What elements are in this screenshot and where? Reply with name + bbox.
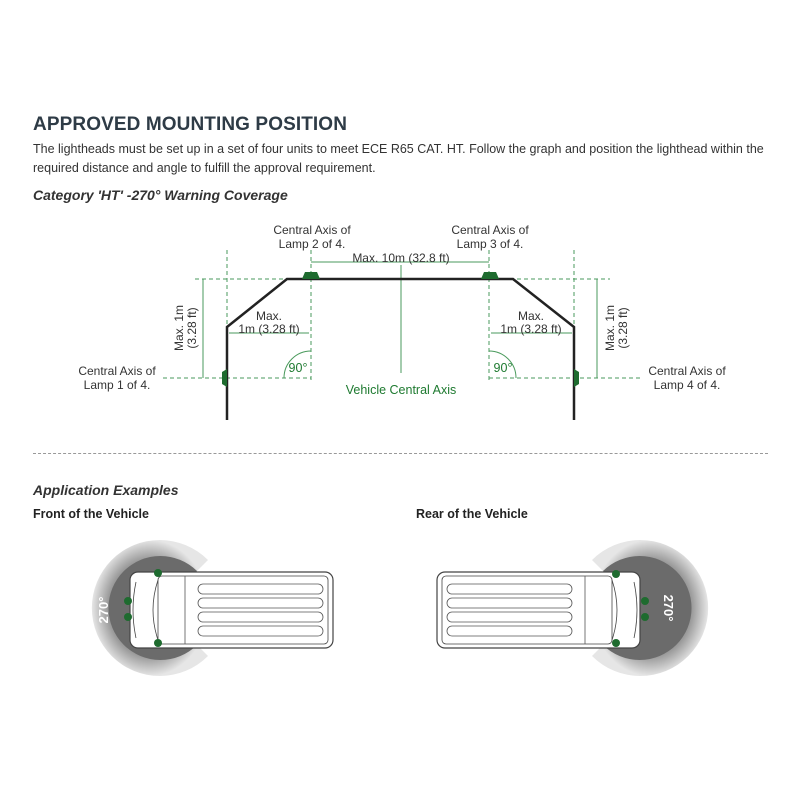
lamps [222,272,579,387]
front-label: Front of the Vehicle [33,507,149,521]
max-1m-vertical-left-1: Max. 1m [172,305,186,351]
max-1m-right-line1: Max. [518,309,544,323]
lamp-2-icon [302,272,320,279]
angle-right-label: 90° [494,361,513,375]
lamp-1-label-line1: Central Axis of [78,364,156,378]
intro-text: The lightheads must be set up in a set o… [33,142,764,175]
angle-left-label: 90° [289,361,308,375]
mounting-diagram: Central Axis of Lamp 2 of 4. Central Axi… [78,223,726,420]
lamp-4-label-line1: Central Axis of [648,364,726,378]
central-axis-label: Vehicle Central Axis [346,383,456,397]
rear-label: Rear of the Vehicle [416,507,528,521]
vehicle-outline [225,277,576,420]
max-1m-right-line2: 1m (3.28 ft) [500,322,561,336]
front-lamps [124,569,162,647]
diagram-subtitle: Category 'HT' -270° Warning Coverage [33,187,288,203]
rear-coverage-label: 270° [661,595,676,622]
rear-lamps [612,570,649,647]
rear-van-icon [436,571,641,649]
lamp-1-label-line2: Lamp 1 of 4. [84,378,151,392]
lamp-3-label-line2: Lamp 3 of 4. [457,237,524,251]
front-example: 270° [91,540,334,677]
max-1m-left-line2: 1m (3.28 ft) [238,322,299,336]
front-coverage-label: 270° [96,597,111,624]
max-width-label: Max. 10m (32.8 ft) [352,251,449,265]
rear-example: 270° [436,540,709,676]
page-title: APPROVED MOUNTING POSITION [33,114,348,135]
lamp-4-label-line2: Lamp 4 of 4. [654,378,721,392]
max-1m-vertical-right-2: (3.28 ft) [616,307,630,348]
max-1m-left-line1: Max. [256,309,282,323]
lamp-1-icon [222,369,227,387]
front-van-icon [129,571,334,649]
lamp-3-icon [481,272,499,279]
section-divider [33,453,768,454]
examples-heading: Application Examples [33,482,179,498]
max-1m-vertical-right-1: Max. 1m [603,305,617,351]
max-1m-vertical-left-2: (3.28 ft) [185,307,199,348]
lamp-2-label-line2: Lamp 2 of 4. [279,237,346,251]
application-examples: 270° 270° [91,540,709,677]
lamp-3-label-line1: Central Axis of [451,223,529,237]
dimension-lines [202,261,598,379]
lamp-2-label-line1: Central Axis of [273,223,351,237]
lamp-4-icon [574,369,579,387]
guide-lines [163,250,640,380]
